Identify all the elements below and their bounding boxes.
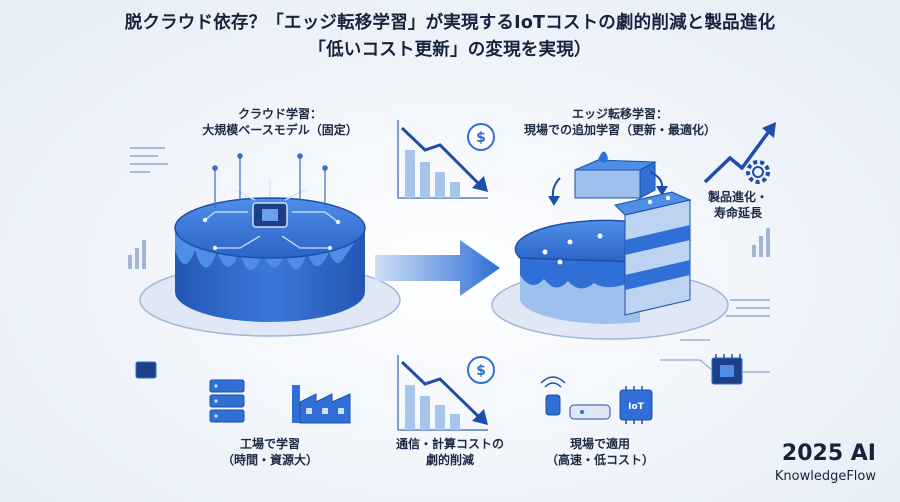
title-line-2: 「低いコスト更新」の変現を実現） xyxy=(308,40,592,60)
trend-down-chart-icon xyxy=(397,355,488,431)
apply-label: 現場で適用 （高速・低コスト） xyxy=(545,437,654,467)
edge-traces xyxy=(660,339,770,373)
svg-text:$: $ xyxy=(476,130,486,146)
cloud-cake-top xyxy=(174,197,366,259)
probe-wires xyxy=(212,153,328,208)
cloud-cake xyxy=(128,147,401,337)
dollar-icon: $ xyxy=(467,356,495,384)
trend-down-chart-icon xyxy=(397,120,488,199)
gear-icon xyxy=(746,160,770,184)
sensor-icon xyxy=(540,376,611,420)
svg-text:$: $ xyxy=(476,363,486,379)
iot-tag: IoT xyxy=(628,402,645,412)
evolve-label: 製品進化・ 寿命延長 xyxy=(707,190,768,220)
layered-wedge xyxy=(614,191,692,316)
dollar-icon: $ xyxy=(467,123,495,151)
lifted-slice xyxy=(574,151,657,199)
server-icon xyxy=(209,379,245,423)
trend-up-arrow-icon xyxy=(703,122,776,184)
brand-name: KnowledgeFlow xyxy=(774,469,876,484)
chip-icon xyxy=(252,202,288,228)
left-mini-bars xyxy=(128,240,146,269)
edge-drip-glaze xyxy=(520,258,640,289)
chip-icon xyxy=(135,361,157,379)
transfer-arrow xyxy=(375,240,500,296)
left-data-lines xyxy=(130,147,168,173)
title-line-1: 脱クラウド依存？「エッジ転移学習」が実現するIoTコストの劇的削減と製品進化 xyxy=(124,13,776,33)
circuit-nodes xyxy=(202,177,341,251)
edge-label: エッジ転移学習： 現場での追加学習（更新・最適化） xyxy=(523,107,716,137)
chip-icon xyxy=(619,386,653,424)
brand-year: 2025 AI xyxy=(781,441,876,466)
right-mini-bars xyxy=(752,228,770,257)
page-title: 脱クラウド依存？「エッジ転移学習」が実現するIoTコストの劇的削減と製品進化 「… xyxy=(0,10,900,64)
edge-cake xyxy=(491,151,729,340)
factory-icon xyxy=(292,385,351,424)
chip-icon xyxy=(711,354,743,385)
cost-label: 通信・計算コストの 劇的削減 xyxy=(395,437,504,467)
factory-label: 工場で学習 （時間・資源大） xyxy=(221,437,318,467)
right-data-lines xyxy=(726,299,770,317)
cloud-label: クラウド学習： 大規模ベースモデル（固定） xyxy=(202,107,358,137)
circuit-traces xyxy=(204,180,339,249)
